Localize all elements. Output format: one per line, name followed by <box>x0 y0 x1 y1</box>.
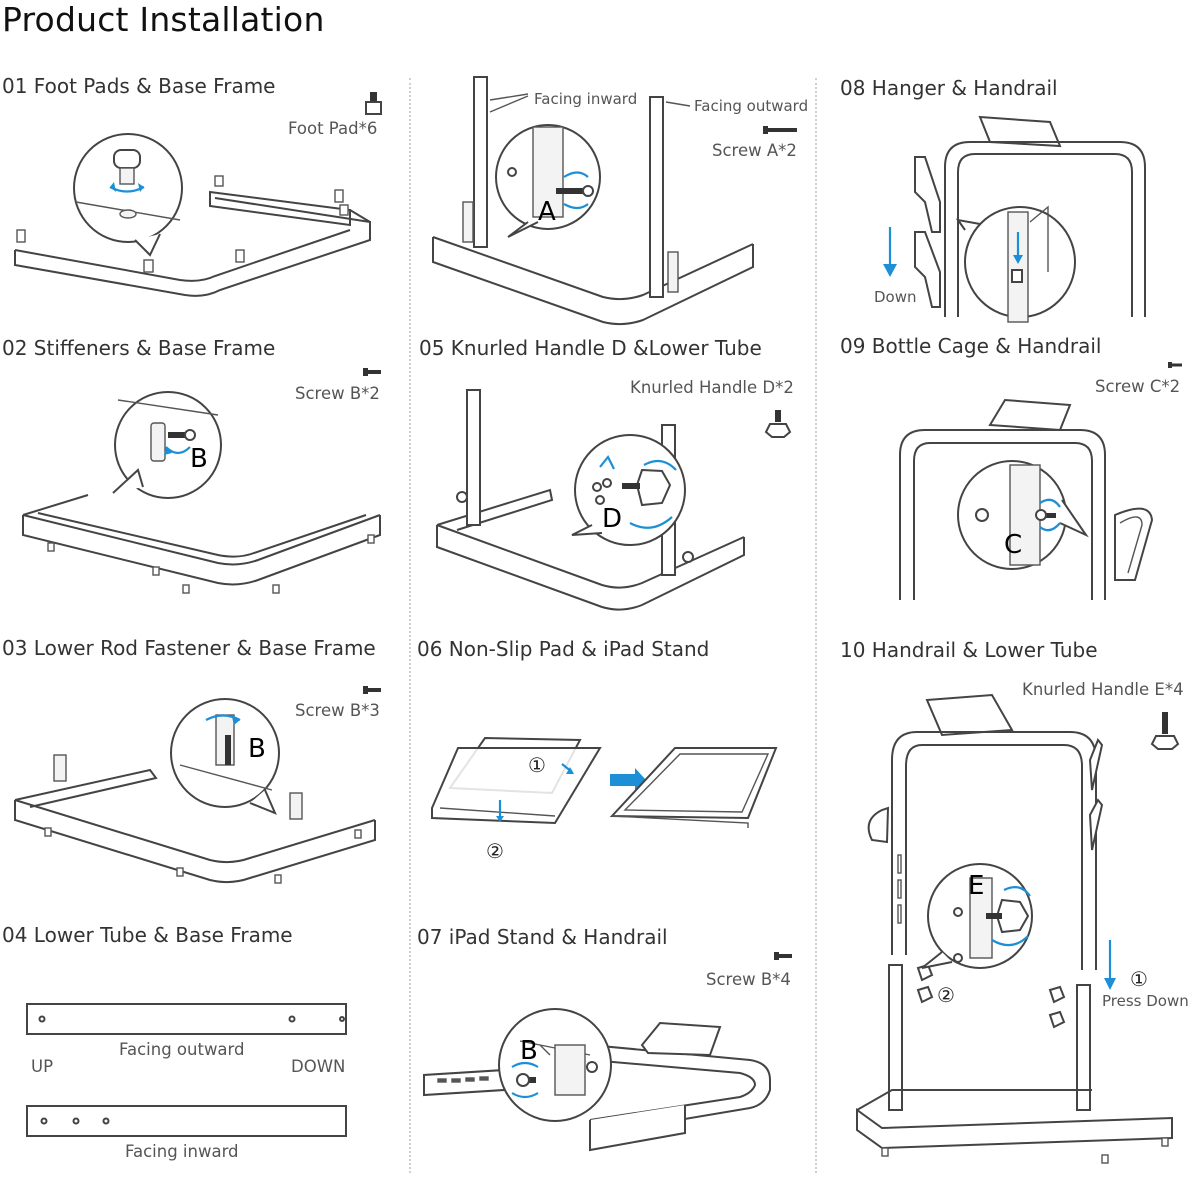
facing-inward-label: Facing inward <box>534 90 638 108</box>
step-05-letter: D <box>602 504 622 534</box>
step-08-diagram: Down <box>874 115 1146 323</box>
step-02-title: 02 Stiffeners & Base Frame <box>2 336 276 360</box>
step-10-letter: E <box>968 871 984 901</box>
step-09-title: 09 Bottle Cage & Handrail <box>840 334 1102 358</box>
column-divider-right <box>815 78 817 1173</box>
step-04b-part-label: Screw A*2 <box>712 141 797 160</box>
step-10-mark-2: ② <box>937 983 955 1007</box>
step-05-diagram: D <box>436 389 745 611</box>
page-title: Product Installation <box>2 0 325 39</box>
step-10-mark-1: ① <box>1130 967 1148 991</box>
screw-icon <box>763 126 797 134</box>
screw-c-icon <box>1168 362 1182 368</box>
step-10-title: 10 Handrail & Lower Tube <box>840 638 1098 662</box>
step-09-part-label: Screw C*2 <box>1095 377 1181 396</box>
step-04b-letter: A <box>538 197 556 227</box>
step-03-diagram: B <box>14 698 376 884</box>
step-10-diagram: E ① ② Press Down <box>856 693 1188 1164</box>
step-05-part-label: Knurled Handle D*2 <box>630 378 794 397</box>
step-04-title: 04 Lower Tube & Base Frame <box>2 923 293 947</box>
step-10-press-label: Press Down <box>1102 992 1188 1010</box>
step-04b-diagram: A <box>432 76 754 326</box>
step-07-title: 07 iPad Stand & Handrail <box>417 925 668 949</box>
step-08-down-label: Down <box>874 288 917 306</box>
step-06-mark-1: ① <box>528 753 546 777</box>
knurled-handle-icon <box>764 410 792 438</box>
knurled-handle-icon <box>1150 712 1180 750</box>
step-07-part-label: Screw B*4 <box>706 970 791 989</box>
step-05-title: 05 Knurled Handle D &Lower Tube <box>419 336 762 360</box>
screw-icon <box>363 686 381 694</box>
column-divider-left <box>409 78 411 1173</box>
step-01-diagram <box>14 133 371 297</box>
step-06-mark-2: ② <box>486 839 504 863</box>
step-03-title: 03 Lower Rod Fastener & Base Frame <box>2 636 376 660</box>
step-04-inward-label: Facing inward <box>125 1142 239 1161</box>
step-10-part-label: Knurled Handle E*4 <box>1022 680 1184 699</box>
step-02-part-label: Screw B*2 <box>295 384 380 403</box>
step-02-diagram: B <box>22 391 381 594</box>
step-03-part-label: Screw B*3 <box>295 701 380 720</box>
step-01-part-label: Foot Pad*6 <box>288 119 378 138</box>
step-03-letter: B <box>248 734 266 764</box>
step-02-letter: B <box>190 444 208 474</box>
step-04-outward-label: Facing outward <box>119 1040 245 1059</box>
step-09-letter: C <box>1004 530 1022 560</box>
step-08-title: 08 Hanger & Handrail <box>840 76 1058 100</box>
step-04-down-label: DOWN <box>291 1057 346 1076</box>
foot-pad-icon <box>365 92 382 115</box>
facing-outward-label: Facing outward <box>694 97 809 115</box>
step-06-title: 06 Non-Slip Pad & iPad Stand <box>417 637 710 661</box>
step-07-diagram: B <box>423 1008 771 1152</box>
step-06-diagram: ① ② <box>431 736 778 863</box>
lower-tube-outward <box>26 1003 347 1035</box>
lower-tube-inward <box>26 1105 347 1137</box>
screw-icon <box>774 952 792 960</box>
screw-icon <box>363 368 381 376</box>
step-01-title: 01 Foot Pads & Base Frame <box>2 74 276 98</box>
step-07-letter: B <box>520 1036 538 1066</box>
step-04-up-label: UP <box>31 1057 54 1076</box>
step-09-diagram: C <box>899 398 1154 600</box>
